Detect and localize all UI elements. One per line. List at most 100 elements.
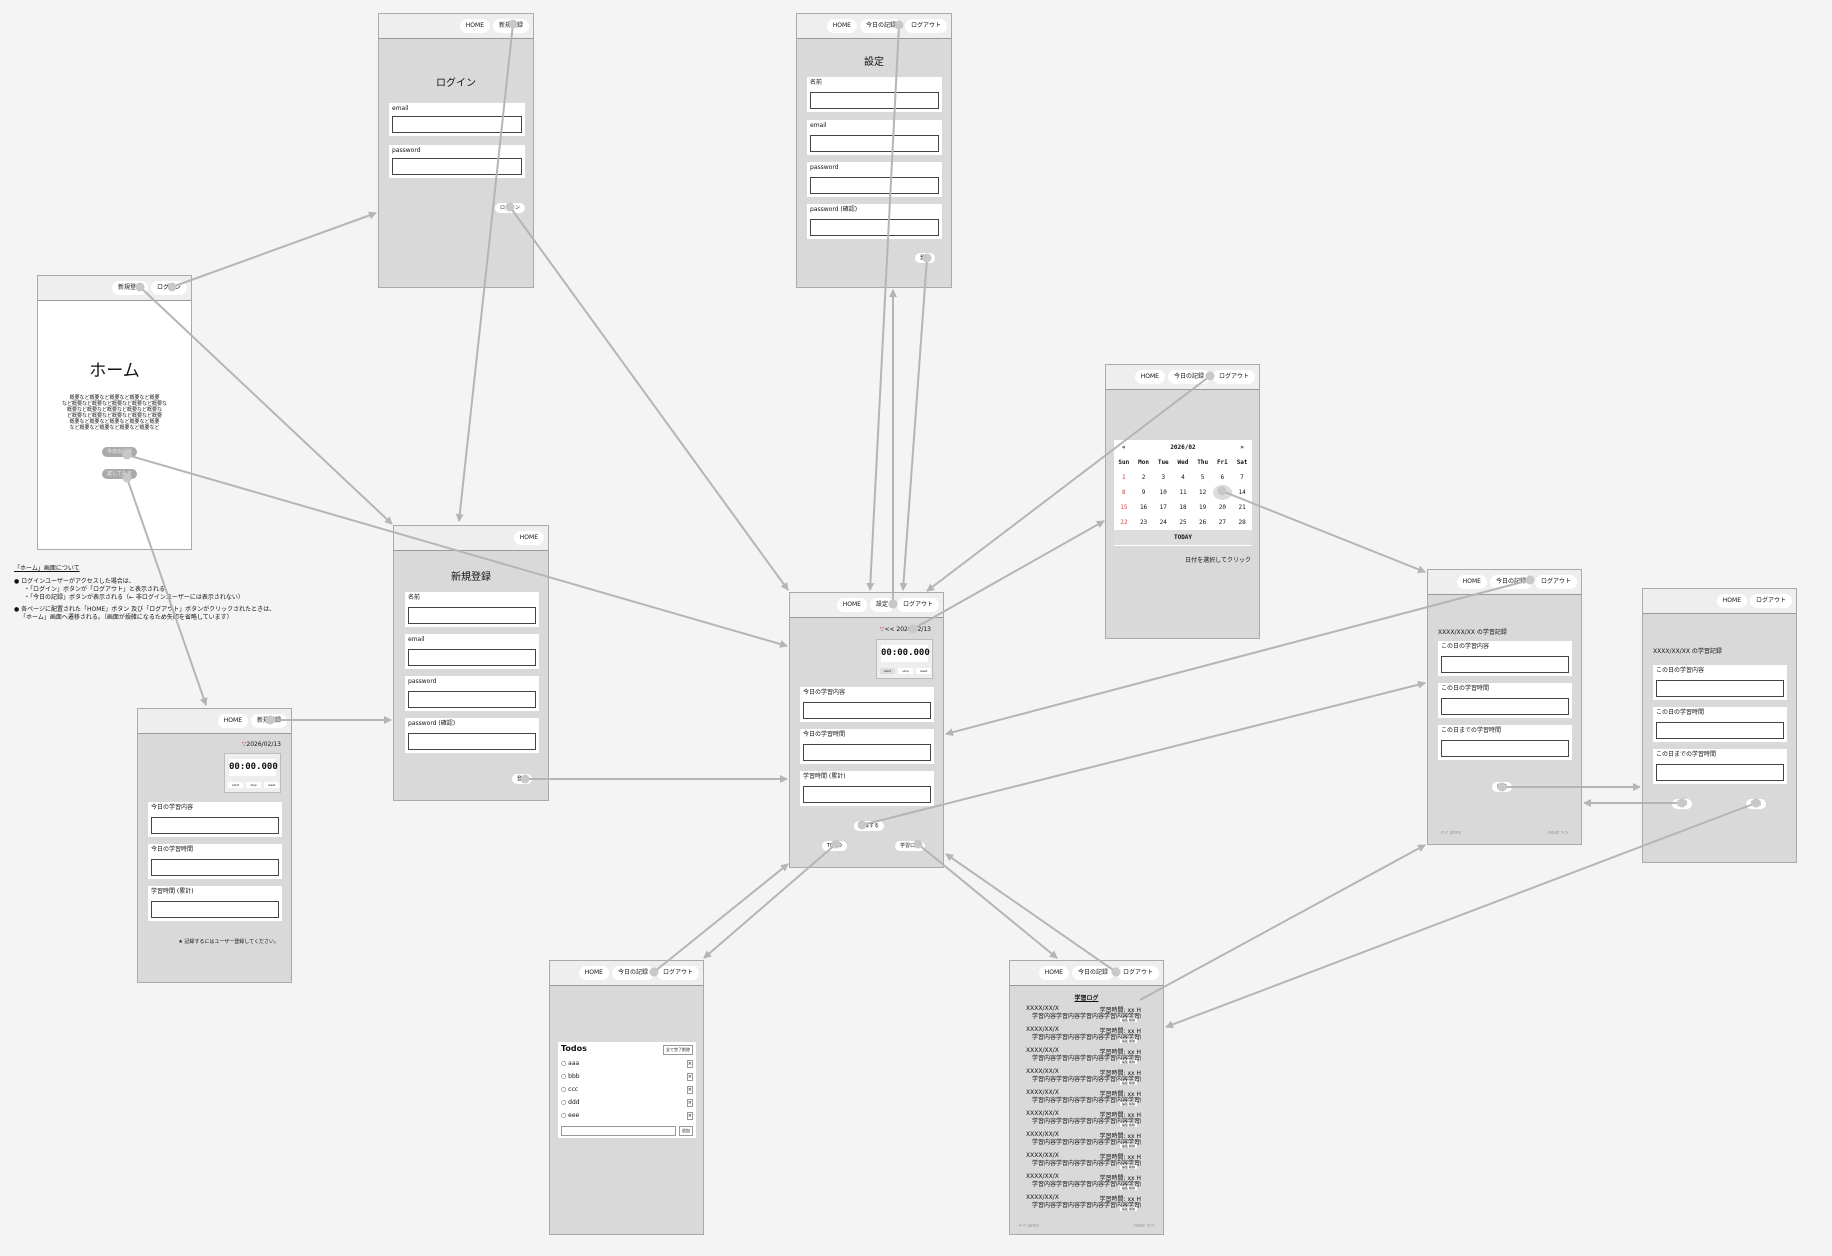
home-nav-button[interactable]: HOME: [578, 966, 609, 980]
calendar-day[interactable]: 24: [1159, 519, 1167, 526]
login-button[interactable]: ログイン: [495, 203, 526, 213]
calendar-day[interactable]: 23: [1139, 519, 1148, 526]
calendar-day[interactable]: 7: [1240, 474, 1244, 481]
delete-icon[interactable]: ×: [686, 1086, 693, 1094]
study-log-button[interactable]: 学習ログ: [895, 841, 926, 851]
content-input[interactable]: [151, 817, 279, 834]
calendar-day[interactable]: 20: [1218, 504, 1226, 511]
log-row-actions[interactable]: 編集 削除: [1120, 1123, 1137, 1127]
calendar-day[interactable]: 28: [1238, 519, 1246, 526]
log-date[interactable]: XXXX/XX/X: [1026, 1173, 1059, 1180]
calendar-day[interactable]: 4: [1181, 474, 1185, 481]
home-nav-button[interactable]: HOME: [513, 531, 544, 545]
add-todo-button[interactable]: 追加: [679, 1126, 693, 1136]
start-button[interactable]: start: [228, 782, 243, 788]
log-date[interactable]: XXXX/XX/X: [1026, 1068, 1059, 1075]
time-input[interactable]: [1656, 722, 1784, 739]
stop-button[interactable]: stop: [246, 782, 261, 788]
total-input[interactable]: [151, 901, 279, 918]
log-date[interactable]: XXXX/XX/X: [1026, 1026, 1059, 1033]
try-button[interactable]: 試してみる: [102, 469, 137, 479]
home-nav-button[interactable]: HOME: [836, 598, 867, 612]
home-nav-button[interactable]: HOME: [1038, 966, 1069, 980]
time-input[interactable]: [151, 859, 279, 876]
log-date[interactable]: XXXX/XX/X: [1026, 1089, 1059, 1096]
content-input[interactable]: [803, 702, 931, 719]
name-input[interactable]: [408, 607, 536, 624]
calendar-link[interactable]: << 2026/02/13: [884, 626, 931, 633]
settings-nav-button[interactable]: 設定: [869, 598, 894, 612]
log-date[interactable]: XXXX/XX/X: [1026, 1131, 1059, 1138]
calendar-day[interactable]: 8: [1122, 489, 1126, 496]
today-record-button[interactable]: 今日の記録: [102, 447, 138, 457]
register-nav-button[interactable]: 新規登録: [250, 714, 287, 728]
logout-nav-button[interactable]: ログアウト: [656, 966, 699, 980]
calendar-day[interactable]: 15: [1120, 504, 1128, 511]
total-input[interactable]: [1656, 764, 1784, 781]
calendar-day-today[interactable]: 13: [1212, 485, 1233, 500]
password-input[interactable]: [810, 177, 939, 194]
next-page-link[interactable]: next >>: [1133, 1223, 1155, 1229]
calendar-day[interactable]: 14: [1238, 489, 1246, 496]
password-confirm-input[interactable]: [810, 219, 939, 236]
password-input[interactable]: [392, 158, 522, 175]
delete-icon[interactable]: ×: [686, 1060, 693, 1068]
today-record-nav-button[interactable]: 今日の記録: [1167, 370, 1210, 384]
today-record-nav-button[interactable]: 今日の記録: [1071, 966, 1114, 980]
home-nav-button[interactable]: HOME: [1134, 370, 1165, 384]
save-button[interactable]: 登録: [1672, 799, 1693, 809]
calendar-day[interactable]: 10: [1159, 489, 1167, 496]
time-input[interactable]: [803, 744, 931, 761]
checkbox-icon[interactable]: ○: [561, 1073, 567, 1080]
delete-icon[interactable]: ×: [686, 1112, 693, 1120]
log-row-actions[interactable]: 編集 削除: [1120, 1144, 1137, 1148]
register-button[interactable]: 登録: [512, 774, 533, 784]
calendar-day[interactable]: 18: [1179, 504, 1187, 511]
log-row-actions[interactable]: 編集 削除: [1120, 1165, 1137, 1169]
delete-button[interactable]: 削除: [1746, 799, 1767, 809]
home-nav-button[interactable]: HOME: [459, 19, 490, 33]
content-input[interactable]: [1656, 680, 1784, 697]
prev-month-button[interactable]: «: [1122, 444, 1126, 451]
log-row-actions[interactable]: 編集 削除: [1120, 1039, 1137, 1043]
log-row-actions[interactable]: 編集 削除: [1120, 1018, 1137, 1022]
reset-button[interactable]: reset: [264, 782, 279, 788]
clear-completed-button[interactable]: 全て完了削除: [663, 1045, 693, 1055]
start-button[interactable]: start: [880, 668, 895, 674]
calendar-day[interactable]: 17: [1159, 504, 1167, 511]
password-input[interactable]: [408, 691, 536, 708]
log-row-actions[interactable]: 編集 削除: [1120, 1186, 1137, 1190]
logout-nav-button[interactable]: ログアウト: [1116, 966, 1159, 980]
today-record-nav-button[interactable]: 今日の記録: [1489, 575, 1532, 589]
stop-button[interactable]: stop: [898, 668, 913, 674]
home-nav-button[interactable]: HOME: [217, 714, 248, 728]
calendar-day[interactable]: 16: [1139, 504, 1148, 511]
save-record-button[interactable]: 記録する: [854, 821, 885, 831]
calendar-day[interactable]: 1: [1122, 474, 1126, 481]
calendar-day[interactable]: 27: [1218, 519, 1226, 526]
new-todo-input[interactable]: [561, 1126, 676, 1136]
next-day-link[interactable]: next >>: [1547, 830, 1569, 836]
calendar-day[interactable]: 12: [1199, 489, 1207, 496]
today-record-nav-button[interactable]: 今日の記録: [611, 966, 654, 980]
calendar-day[interactable]: 19: [1199, 504, 1207, 511]
log-date[interactable]: XXXX/XX/X: [1026, 1005, 1059, 1012]
prev-page-link[interactable]: << prev: [1018, 1223, 1040, 1229]
edit-button[interactable]: 編集: [1492, 782, 1513, 792]
log-date[interactable]: XXXX/XX/X: [1026, 1110, 1059, 1117]
total-input[interactable]: [803, 786, 931, 803]
today-record-nav-button[interactable]: 今日の記録: [859, 19, 902, 33]
logout-nav-button[interactable]: ログアウト: [896, 598, 939, 612]
reset-button[interactable]: reset: [916, 668, 931, 674]
prev-day-link[interactable]: << prev: [1440, 830, 1462, 836]
calendar-icon[interactable]: ▽: [879, 626, 885, 633]
calendar-day[interactable]: 22: [1120, 519, 1128, 526]
logout-nav-button[interactable]: ログアウト: [1212, 370, 1255, 384]
logout-nav-button[interactable]: ログアウト: [904, 19, 947, 33]
name-input[interactable]: [810, 92, 939, 109]
log-date[interactable]: XXXX/XX/X: [1026, 1152, 1059, 1159]
email-input[interactable]: [810, 135, 939, 152]
today-button[interactable]: TODAY: [1173, 534, 1193, 541]
email-input[interactable]: [392, 116, 522, 133]
register-nav-button[interactable]: 新規登録: [492, 19, 529, 33]
